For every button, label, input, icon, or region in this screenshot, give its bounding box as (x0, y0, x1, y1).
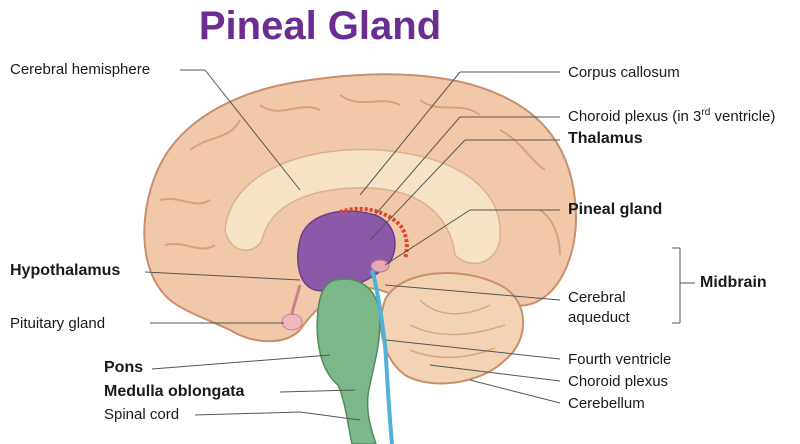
label-pituitary-gland: Pituitary gland (10, 315, 106, 332)
corpus-callosum-shape (224, 148, 501, 265)
label-midbrain: Midbrain (700, 274, 767, 291)
leader-lines (144, 69, 695, 421)
label-choroid-plexus: Choroid plexus (568, 373, 669, 390)
label-choroid-plexus-3rd: Choroid plexus (in 3rd ventricle) (568, 108, 775, 126)
label-cerebral-aqueduct-line1: Cerebral (568, 289, 626, 306)
label-fourth-ventricle: Fourth ventricle (568, 351, 672, 368)
pineal-gland-shape (370, 259, 390, 273)
label-choroid-plexus-3rd-sup: rd (701, 107, 711, 118)
label-cerebral-hemisphere: Cerebral hemisphere (10, 61, 151, 78)
label-cerebellum: Cerebellum (568, 395, 645, 412)
label-medulla-oblongata: Medulla oblongata (104, 383, 245, 400)
label-thalamus: Thalamus (568, 130, 643, 147)
label-choroid-plexus-3rd-post: ventricle) (710, 108, 776, 125)
cerebellum-shape (380, 272, 525, 385)
diagram-title: Pineal Gland (198, 4, 442, 48)
label-pons: Pons (104, 359, 144, 376)
hypothalamus-stalk (290, 284, 302, 316)
label-cerebral-aqueduct-line2: aqueduct (568, 309, 630, 326)
choroid-plexus-3rd-shape (339, 206, 409, 259)
brainstem-shape (316, 278, 381, 444)
pituitary-shape (281, 313, 303, 331)
label-choroid-plexus-3rd-pre: Choroid plexus (in 3 (568, 108, 702, 125)
label-hypothalamus: Hypothalamus (10, 262, 121, 279)
label-spinal-cord: Spinal cord (104, 406, 180, 423)
label-pineal-gland: Pineal gland (568, 201, 663, 218)
gyri-folds (159, 94, 561, 256)
label-corpus-callosum: Corpus callosum (568, 64, 680, 81)
aqueduct-shape (370, 269, 394, 444)
